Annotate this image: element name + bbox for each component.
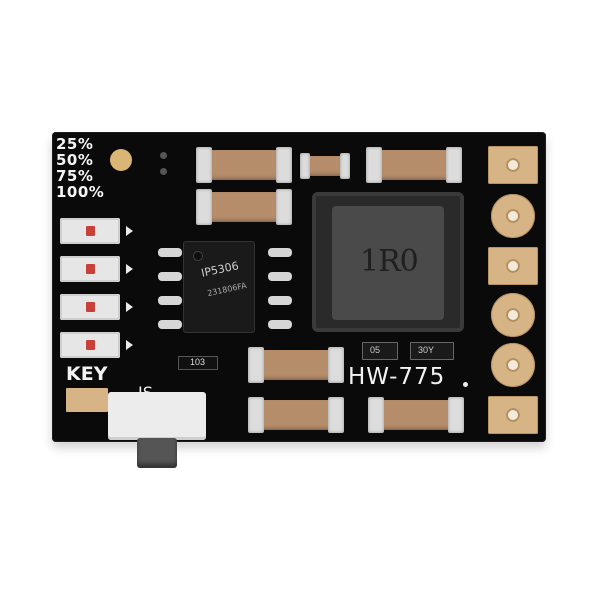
- capacitor-terminal: [300, 153, 310, 179]
- capacitor: [248, 347, 344, 383]
- via: [160, 152, 167, 159]
- led-polarity-arrow: [126, 302, 133, 312]
- resistor-code: 103: [190, 357, 206, 367]
- capacitor-terminal: [448, 397, 464, 433]
- led-chip: [86, 264, 95, 274]
- pad-hole: [506, 308, 520, 322]
- slide-switch-knob[interactable]: [137, 438, 177, 468]
- connector-pad-square: [488, 396, 538, 434]
- pad-hole: [506, 358, 520, 372]
- indicator-label-25: 25%: [56, 135, 94, 153]
- capacitor: [196, 189, 292, 225]
- capacitor: [368, 397, 464, 433]
- pad-hole: [506, 158, 520, 172]
- connector-pad-square: [488, 247, 538, 285]
- test-pad: [110, 149, 132, 171]
- ic-pin: [158, 248, 182, 257]
- capacitor-terminal: [368, 397, 384, 433]
- pin1-marker: [193, 251, 203, 261]
- capacitor-terminal: [366, 147, 382, 183]
- ic-pin: [158, 296, 182, 305]
- diode-code: 05: [370, 345, 381, 355]
- capacitor: [196, 147, 292, 183]
- led-100: [60, 332, 120, 358]
- capacitor-terminal: [276, 189, 292, 225]
- inductor-core: 1R0: [332, 206, 444, 320]
- capacitor-terminal: [328, 347, 344, 383]
- led-75: [60, 294, 120, 320]
- resistor: 103: [178, 356, 218, 370]
- inductor-marking: 1R0: [360, 244, 419, 279]
- connector-pad-round: [491, 293, 535, 337]
- ic-pin: [268, 248, 292, 257]
- model-label: HW-775: [348, 364, 446, 390]
- indicator-label-75: 75%: [56, 167, 94, 185]
- capacitor-terminal: [276, 147, 292, 183]
- diode: 30Y: [410, 342, 454, 360]
- power-inductor: 1R0: [312, 192, 464, 332]
- pad-hole: [506, 408, 520, 422]
- chip-date-code: 231806FA: [206, 280, 248, 299]
- chip-part-number: IP5306: [200, 259, 240, 280]
- connector-pad-round: [491, 194, 535, 238]
- via: [160, 168, 167, 175]
- led-chip: [86, 340, 95, 350]
- capacitor: [248, 397, 344, 433]
- capacitor-terminal: [328, 397, 344, 433]
- pad-hole: [506, 259, 520, 273]
- ip5306-chip: IP5306 231806FA: [183, 241, 255, 333]
- capacitor-small: [300, 153, 350, 179]
- capacitor: [366, 147, 462, 183]
- capacitor-terminal: [248, 397, 264, 433]
- diode: 05: [362, 342, 398, 360]
- key-label: KEY: [66, 363, 108, 385]
- connector-pad-square: [488, 146, 538, 184]
- ic-pin: [268, 272, 292, 281]
- ic-pin: [268, 296, 292, 305]
- led-chip: [86, 226, 95, 236]
- capacitor-terminal: [196, 147, 212, 183]
- led-25: [60, 218, 120, 244]
- silk-dot: [463, 382, 468, 387]
- key-pad: [66, 388, 108, 412]
- capacitor-terminal: [340, 153, 350, 179]
- capacitor-terminal: [196, 189, 212, 225]
- led-50: [60, 256, 120, 282]
- indicator-label-50: 50%: [56, 151, 94, 169]
- capacitor-terminal: [248, 347, 264, 383]
- led-polarity-arrow: [126, 340, 133, 350]
- led-chip: [86, 302, 95, 312]
- pad-hole: [506, 209, 520, 223]
- connector-pad-round: [491, 343, 535, 387]
- slide-switch-body: [108, 392, 206, 440]
- ic-pin: [158, 272, 182, 281]
- diode-code: 30Y: [418, 345, 435, 355]
- ic-pin: [268, 320, 292, 329]
- indicator-label-100: 100%: [56, 183, 105, 201]
- ic-pin: [158, 320, 182, 329]
- led-polarity-arrow: [126, 226, 133, 236]
- led-polarity-arrow: [126, 264, 133, 274]
- capacitor-terminal: [446, 147, 462, 183]
